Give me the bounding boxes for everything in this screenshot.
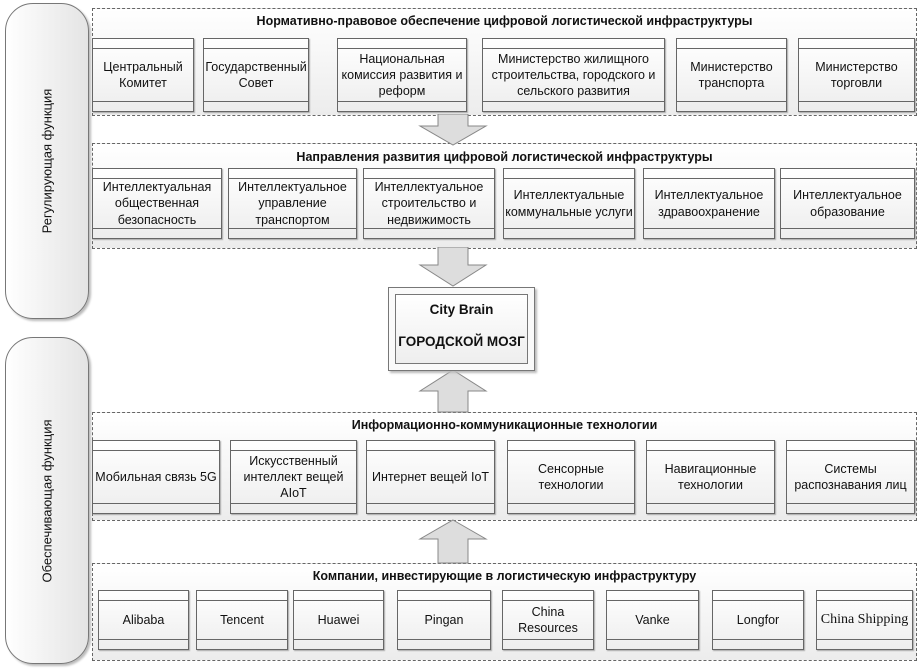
box-label: Интернет вещей IoT: [371, 469, 490, 484]
box-item: Министерство жилищного строительства, го…: [482, 38, 665, 112]
arrow-up-icon: [418, 369, 488, 413]
city-brain-title: City Brain: [429, 302, 494, 317]
box-item: Интеллектуальные коммунальные услуги: [503, 168, 635, 239]
box-label: Интеллектуальное образование: [793, 188, 902, 219]
arrow-up-icon: [418, 519, 488, 564]
box-item: Интеллектуальное здравоохранение: [643, 168, 775, 239]
box-item: Министерство торговли: [798, 38, 915, 112]
box-label: Интеллектуальное управление транспортом: [238, 180, 347, 227]
box-label: Интеллектуальное здравоохранение: [654, 188, 764, 219]
box-item: Pingan: [397, 590, 491, 650]
box-item: Навигационные технологии: [646, 440, 775, 514]
arrow-down-icon: [418, 247, 488, 287]
box-item: Сенсорные технологии: [507, 440, 635, 514]
regulating-function-label: Регулирующая функция: [5, 3, 89, 319]
city-brain-box: City Brain ГОРОДСКОЙ МОЗГ: [388, 287, 535, 371]
box-item: Tencent: [196, 590, 288, 650]
box-item: Vanke: [606, 590, 699, 650]
box-label: Интеллектуальное строительство и недвижи…: [374, 180, 484, 227]
box-item: Государственный Совет: [203, 38, 309, 112]
box-label: Pingan: [424, 612, 464, 627]
regulating-function-text: Регулирующая функция: [39, 88, 55, 234]
box-label: Vanke: [635, 612, 670, 627]
box-item: Alibaba: [98, 590, 189, 650]
arrow-down-icon: [418, 114, 488, 146]
box-item: China Shipping: [816, 590, 913, 650]
box-item: Центральный Комитет: [92, 38, 194, 112]
box-item: Интеллектуальное образование: [780, 168, 915, 239]
box-item: Национальная комиссия развития и реформ: [337, 38, 467, 112]
supporting-function-text: Обеспечивающая функция: [39, 419, 55, 582]
box-item: Longfor: [712, 590, 804, 650]
box-item: Интеллектуальное управление транспортом: [228, 168, 357, 239]
box-item: Мобильная связь 5G: [92, 440, 220, 514]
box-label: Министерство жилищного строительства, го…: [491, 51, 656, 99]
box-item: Министерство транспорта: [676, 38, 787, 112]
box-item: Интеллектуальная общественная безопаснос…: [92, 168, 222, 239]
box-label: Министерство торговли: [815, 59, 898, 90]
box-label: Tencent: [220, 612, 264, 627]
box-item: Интеллектуальное строительство и недвижи…: [363, 168, 495, 239]
box-label: Huawei: [317, 612, 360, 627]
city-brain-inner: City Brain ГОРОДСКОЙ МОЗГ: [395, 294, 528, 364]
box-item: Huawei: [293, 590, 384, 650]
supporting-function-label: Обеспечивающая функция: [5, 337, 89, 664]
group-title: Компании, инвестирующие в логистическую …: [312, 569, 697, 583]
box-label: Навигационные технологии: [664, 461, 757, 492]
box-label: Интеллектуальная общественная безопаснос…: [102, 180, 212, 227]
group-title: Информационно-коммуникационные технологи…: [351, 418, 658, 432]
box-label: Сенсорные технологии: [537, 461, 604, 492]
box-item: Системы распознавания лиц: [786, 440, 915, 514]
box-item: Интернет вещей IoT: [366, 440, 495, 514]
box-item: China Resources: [502, 590, 594, 650]
city-brain-subtitle: ГОРОДСКОЙ МОЗГ: [398, 334, 525, 349]
box-label: Центральный Комитет: [103, 59, 183, 90]
box-item: Искусственный интеллект вещей AIoT: [230, 440, 357, 514]
box-label: Национальная комиссия развития и реформ: [341, 51, 463, 99]
box-label: Государственный Совет: [205, 59, 307, 90]
box-label: Интеллектуальные коммунальные услуги: [505, 188, 633, 219]
box-label: Искусственный интеллект вещей AIoT: [243, 453, 344, 501]
box-label: China Shipping: [820, 611, 909, 627]
group-ict: Информационно-коммуникационные технологи…: [92, 412, 917, 521]
box-label: China Resources: [518, 604, 578, 635]
group-title: Направления развития цифровой логистичес…: [296, 150, 713, 164]
box-label: Мобильная связь 5G: [95, 469, 217, 484]
box-label: Министерство транспорта: [690, 59, 773, 90]
box-label: Alibaba: [122, 612, 165, 627]
box-label: Longfor: [736, 612, 780, 627]
group-title: Нормативно-правовое обеспечение цифровой…: [256, 14, 753, 28]
box-label: Системы распознавания лиц: [794, 461, 907, 492]
